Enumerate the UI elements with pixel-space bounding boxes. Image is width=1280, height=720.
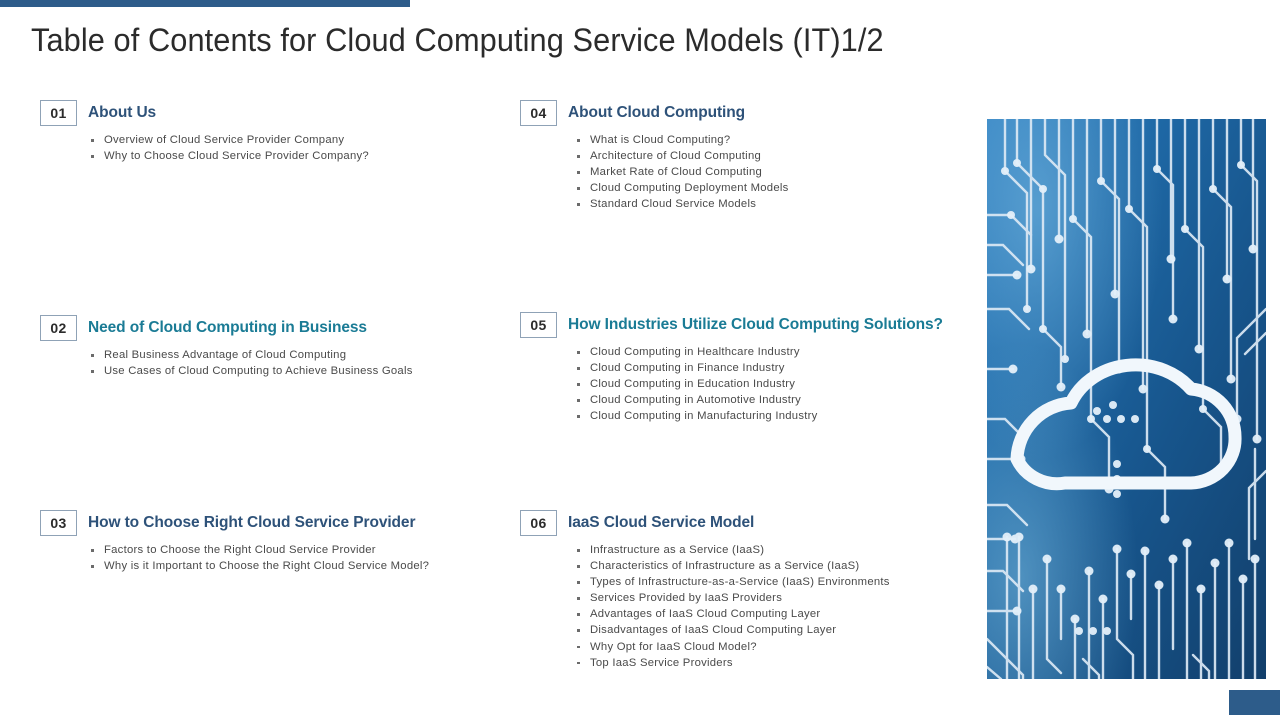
toc-section-06[interactable]: 06 IaaS Cloud Service Model Infrastructu… (520, 510, 990, 671)
section-number-box: 05 (520, 312, 557, 338)
top-accent-bar (0, 0, 410, 7)
list-item: Disadvantages of IaaS Cloud Computing La… (520, 622, 990, 638)
section-bullet-list: What is Cloud Computing? Architecture of… (520, 132, 990, 212)
list-item: Real Business Advantage of Cloud Computi… (40, 347, 510, 363)
section-header: 01 About Us (40, 100, 510, 128)
section-title[interactable]: IaaS Cloud Service Model (568, 514, 755, 531)
list-item: Market Rate of Cloud Computing (520, 164, 990, 180)
section-title[interactable]: How to Choose Right Cloud Service Provid… (88, 514, 416, 531)
section-title[interactable]: Need of Cloud Computing in Business (88, 319, 367, 336)
list-item: Cloud Computing in Finance Industry (520, 360, 990, 376)
section-number: 01 (50, 105, 67, 121)
section-header: 06 IaaS Cloud Service Model (520, 510, 990, 538)
section-bullet-list: Overview of Cloud Service Provider Compa… (40, 132, 510, 164)
bottom-accent-block (1229, 690, 1280, 715)
section-number: 04 (530, 105, 547, 121)
list-item: Top IaaS Service Providers (520, 655, 990, 671)
section-header: 02 Need of Cloud Computing in Business (40, 315, 510, 343)
list-item: Cloud Computing in Education Industry (520, 376, 990, 392)
toc-section-04[interactable]: 04 About Cloud Computing What is Cloud C… (520, 100, 990, 212)
section-number: 02 (50, 320, 67, 336)
list-item: Services Provided by IaaS Providers (520, 590, 990, 606)
list-item: Standard Cloud Service Models (520, 196, 990, 212)
section-header: 04 About Cloud Computing (520, 100, 990, 128)
section-title[interactable]: About Us (88, 104, 157, 121)
section-number-box: 01 (40, 100, 77, 126)
section-number-box: 06 (520, 510, 557, 536)
toc-section-03[interactable]: 03 How to Choose Right Cloud Service Pro… (40, 510, 510, 574)
list-item: Cloud Computing in Automotive Industry (520, 392, 990, 408)
section-bullet-list: Real Business Advantage of Cloud Computi… (40, 347, 510, 379)
list-item: Cloud Computing in Healthcare Industry (520, 344, 990, 360)
section-header: 03 How to Choose Right Cloud Service Pro… (40, 510, 510, 538)
list-item: Use Cases of Cloud Computing to Achieve … (40, 363, 510, 379)
page-title: Table of Contents for Cloud Computing Se… (31, 22, 884, 58)
section-title[interactable]: About Cloud Computing (568, 104, 745, 121)
list-item: Why to Choose Cloud Service Provider Com… (40, 148, 510, 164)
list-item: Cloud Computing Deployment Models (520, 180, 990, 196)
list-item: Overview of Cloud Service Provider Compa… (40, 132, 510, 148)
list-item: Types of Infrastructure-as-a-Service (Ia… (520, 574, 990, 590)
section-number: 05 (530, 317, 547, 333)
section-number-box: 02 (40, 315, 77, 341)
section-number: 03 (50, 515, 67, 531)
list-item: Architecture of Cloud Computing (520, 148, 990, 164)
section-title[interactable]: How Industries Utilize Cloud Computing S… (568, 316, 943, 333)
section-number-box: 04 (520, 100, 557, 126)
list-item: Infrastructure as a Service (IaaS) (520, 542, 990, 558)
list-item: Advantages of IaaS Cloud Computing Layer (520, 606, 990, 622)
list-item: What is Cloud Computing? (520, 132, 990, 148)
cloud-circuit-board-image (987, 119, 1266, 679)
section-bullet-list: Infrastructure as a Service (IaaS) Chara… (520, 542, 990, 671)
section-number: 06 (530, 515, 547, 531)
list-item: Cloud Computing in Manufacturing Industr… (520, 408, 990, 424)
section-bullet-list: Factors to Choose the Right Cloud Servic… (40, 542, 510, 574)
list-item: Characteristics of Infrastructure as a S… (520, 558, 990, 574)
toc-section-05[interactable]: 05 How Industries Utilize Cloud Computin… (520, 312, 990, 424)
toc-section-01[interactable]: 01 About Us Overview of Cloud Service Pr… (40, 100, 510, 164)
list-item: Why Opt for IaaS Cloud Model? (520, 639, 990, 655)
section-bullet-list: Cloud Computing in Healthcare Industry C… (520, 344, 990, 424)
section-header: 05 How Industries Utilize Cloud Computin… (520, 312, 990, 340)
section-number-box: 03 (40, 510, 77, 536)
list-item: Why is it Important to Choose the Right … (40, 558, 510, 574)
table-of-contents: 01 About Us Overview of Cloud Service Pr… (0, 100, 980, 700)
list-item: Factors to Choose the Right Cloud Servic… (40, 542, 510, 558)
toc-section-02[interactable]: 02 Need of Cloud Computing in Business R… (40, 315, 510, 379)
